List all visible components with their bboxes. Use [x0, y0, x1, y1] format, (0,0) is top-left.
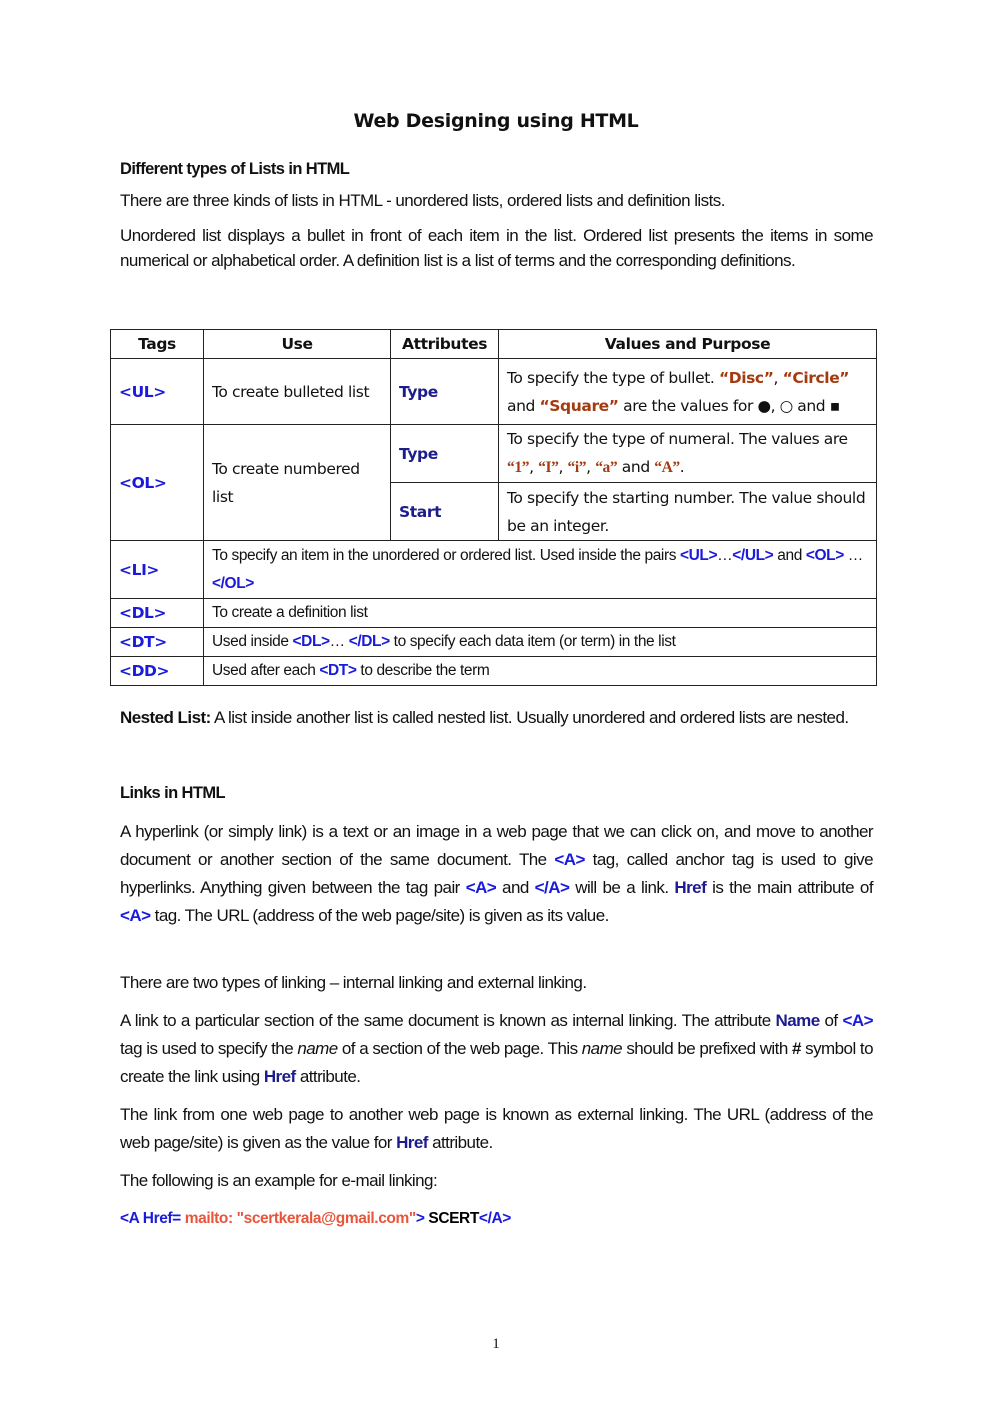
- nested-list-paragraph: Nested List: A list inside another list …: [120, 708, 849, 727]
- table-row-ul: <UL> To create bulleted list Type To spe…: [110, 358, 877, 425]
- header-use: Use: [203, 329, 391, 359]
- attr-type-ul: Type: [399, 382, 438, 401]
- header-values: Values and Purpose: [498, 329, 877, 359]
- table-row-dd: <DD> Used after each <DT> to describe th…: [110, 656, 877, 686]
- table-row-dl: <DL> To create a definition list: [110, 598, 877, 628]
- desc-dd: Used after each <DT> to describe the ter…: [203, 656, 877, 686]
- email-link-example: <A Href= mailto: "scertkerala@gmail.com"…: [120, 1210, 511, 1227]
- tag-dl: <DL>: [119, 604, 167, 622]
- tag-ul: <UL>: [119, 382, 166, 401]
- tag-ol: <OL>: [119, 473, 167, 492]
- purpose-ul: To specify the type of bullet. “Disc”, “…: [498, 358, 877, 425]
- external-linking-paragraph: The link from one web page to another we…: [120, 1105, 874, 1152]
- page-title: Web Designing using HTML: [353, 110, 639, 132]
- internal-linking-paragraph: A link to a particular section of the sa…: [120, 1011, 874, 1086]
- table-row-ol-start: Start To specify the starting number. Th…: [111, 482, 877, 541]
- tag-dt: <DT>: [119, 633, 167, 651]
- email-example-intro: The following is an example for e-mail l…: [120, 1171, 438, 1190]
- linking-types-paragraph: There are two types of linking – interna…: [120, 973, 587, 992]
- hyperlink-paragraph: A hyperlink (or simply link) is a text o…: [120, 822, 874, 925]
- section-heading-links: Links in HTML: [120, 784, 226, 802]
- desc-dt: Used inside <DL>… </DL> to specify each …: [203, 627, 877, 657]
- list-tags-table: Tags Use Attributes Values and Purpose <…: [110, 329, 877, 686]
- lists-intro: There are three kinds of lists in HTML -…: [120, 191, 725, 210]
- table-header-row: Tags Use Attributes Values and Purpose: [110, 329, 877, 359]
- lists-description: Unordered list displays a bullet in fron…: [120, 226, 874, 270]
- page-number: 1: [492, 1336, 500, 1352]
- section-heading-lists: Different types of Lists in HTML: [120, 160, 350, 178]
- attr-start-ol: Start: [399, 502, 442, 521]
- purpose-ol-start: To specify the starting number. The valu…: [498, 482, 877, 541]
- tag-li: <LI>: [119, 560, 160, 579]
- header-attributes: Attributes: [390, 329, 499, 359]
- table-row-li: <LI> To specify an item in the unordered…: [110, 540, 877, 599]
- use-ul: To create bulleted list: [203, 358, 391, 425]
- header-tags: Tags: [110, 329, 204, 359]
- purpose-ol-type: To specify the type of numeral. The valu…: [498, 424, 877, 483]
- table-row-ol-type: <OL> To create numbered list Type To spe…: [110, 424, 877, 541]
- use-ol: To create numbered list: [203, 424, 391, 541]
- table-row-dt: <DT> Used inside <DL>… </DL> to specify …: [110, 627, 877, 657]
- desc-li: To specify an item in the unordered or o…: [203, 540, 877, 599]
- attr-type-ol: Type: [399, 444, 438, 463]
- tag-dd: <DD>: [119, 662, 170, 680]
- desc-dl: To create a definition list: [203, 598, 877, 628]
